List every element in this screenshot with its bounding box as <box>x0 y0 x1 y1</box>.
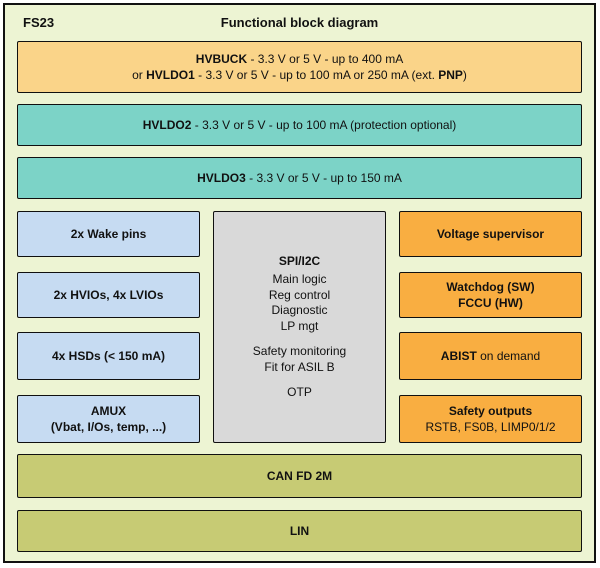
wake-pins-label: 2x Wake pins <box>70 227 147 241</box>
safety-column: Voltage supervisor Watchdog (SW) FCCU (H… <box>399 211 582 443</box>
block-voltage-supervisor: Voltage supervisor <box>399 211 582 257</box>
block-hvios-lvios: 2x HVIOs, 4x LVIOs <box>17 271 200 318</box>
block-core-logic: SPI/I2C Main logic Reg control Diagnosti… <box>213 211 386 443</box>
hvldo2-line: HVLDO2 - 3.3 V or 5 V - up to 100 mA (pr… <box>143 117 457 133</box>
product-name-label: FS23 <box>23 15 55 30</box>
io-column: 2x Wake pins 2x HVIOs, 4x LVIOs 4x HSDs … <box>17 211 200 443</box>
main-logic-label: Main logic <box>272 272 327 286</box>
hvldo1-label: HVLDO1 <box>146 68 195 82</box>
block-hvbuck-hvldo1: HVBUCK - 3.3 V or 5 V - up to 400 mA or … <box>17 41 582 93</box>
hvldo1-spec: - 3.3 V or 5 V - up to 100 mA or 250 mA … <box>194 68 439 82</box>
hvldo3-spec: - 3.3 V or 5 V - up to 150 mA <box>245 171 402 185</box>
can-fd-label: CAN FD 2M <box>266 469 333 483</box>
abist-label: ABIST <box>440 349 477 364</box>
hvbuck-spec: - 3.3 V or 5 V - up to 400 mA <box>247 52 404 66</box>
amux-label: AMUX <box>90 403 127 418</box>
block-hvldo3: HVLDO3 - 3.3 V or 5 V - up to 150 mA <box>17 157 582 199</box>
block-watchdog-fccu: Watchdog (SW) FCCU (HW) <box>399 271 582 318</box>
hvldo2-spec: - 3.3 V or 5 V - up to 100 mA (protectio… <box>191 118 457 132</box>
hvldo2-label: HVLDO2 <box>142 118 192 132</box>
lin-label: LIN <box>289 524 310 538</box>
hvldo1-line2: or HVLDO1 - 3.3 V or 5 V - up to 100 mA … <box>132 67 467 83</box>
diagram-header: FS23 Functional block diagram <box>17 14 582 34</box>
block-can-fd: CAN FD 2M <box>17 454 582 498</box>
diagram-title: Functional block diagram <box>220 15 379 30</box>
block-safety-outputs: Safety outputs RSTB, FS0B, LIMP0/1/2 <box>399 394 582 443</box>
hvldo1-spec-end: ) <box>462 68 467 82</box>
safety-outputs-label: Safety outputs <box>448 403 533 418</box>
hvldo1-prefix: or <box>132 68 147 82</box>
hvbuck-label: HVBUCK <box>195 52 248 66</box>
block-wake-pins: 2x Wake pins <box>17 211 200 257</box>
reg-control-label: Reg control <box>268 287 331 302</box>
spi-i2c-label: SPI/I2C <box>278 253 321 268</box>
hvios-lvios-label: 2x HVIOs, 4x LVIOs <box>53 287 164 302</box>
hvldo3-line: HVLDO3 - 3.3 V or 5 V - up to 150 mA <box>197 170 402 186</box>
abist-line: ABIST on demand <box>441 348 540 364</box>
middle-section: 2x Wake pins 2x HVIOs, 4x LVIOs 4x HSDs … <box>17 211 582 443</box>
voltage-supervisor-label: Voltage supervisor <box>436 227 545 241</box>
block-abist: ABIST on demand <box>399 332 582 381</box>
block-hsds: 4x HSDs (< 150 mA) <box>17 332 200 381</box>
asil-b-label: Fit for ASIL B <box>264 359 335 374</box>
block-amux: AMUX (Vbat, I/Os, temp, ...) <box>17 394 200 443</box>
lp-mgt-label: LP mgt <box>280 318 319 333</box>
abist-mode-label: on demand <box>476 349 541 364</box>
diagnostic-label: Diagnostic <box>271 303 328 317</box>
hvbuck-line1: HVBUCK - 3.3 V or 5 V - up to 400 mA <box>196 51 403 67</box>
block-lin: LIN <box>17 510 582 552</box>
hvldo3-label: HVLDO3 <box>197 171 246 185</box>
amux-sources-label: (Vbat, I/Os, temp, ...) <box>50 419 167 434</box>
safety-outputs-pins-label: RSTB, FS0B, LIMP0/1/2 <box>425 419 556 434</box>
otp-label: OTP <box>287 385 312 399</box>
fccu-label: FCCU (HW) <box>458 295 523 310</box>
watchdog-label: Watchdog (SW) <box>446 279 535 294</box>
functional-block-diagram: FS23 Functional block diagram HVBUCK - 3… <box>3 3 596 563</box>
safety-monitoring-label: Safety monitoring <box>252 344 347 358</box>
hsds-label: 4x HSDs (< 150 mA) <box>51 349 166 364</box>
block-hvldo2: HVLDO2 - 3.3 V or 5 V - up to 100 mA (pr… <box>17 104 582 146</box>
pnp-label: PNP <box>438 68 463 82</box>
